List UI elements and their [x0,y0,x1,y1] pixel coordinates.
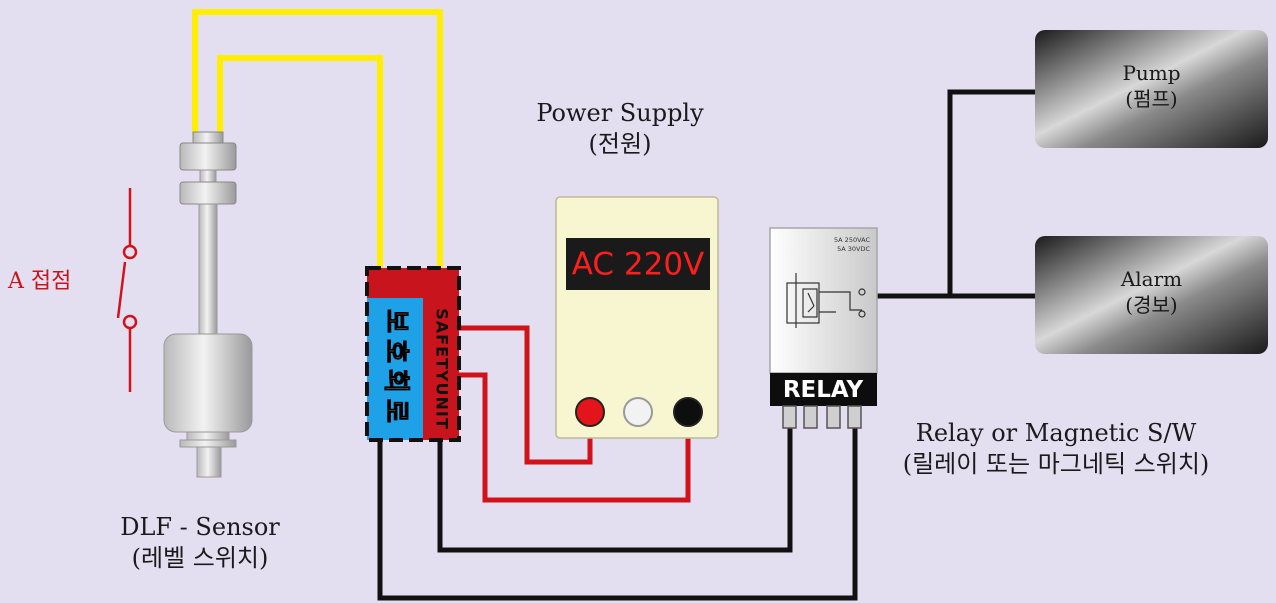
load-bus-wire [947,89,1035,299]
relay-caption: Relay or Magnetic S/W (릴레이 또는 마그네틱 스위치) [836,418,1276,480]
power-title: Power Supply [536,99,704,127]
red-wire-negative [458,372,691,503]
alarm-caption: Alarm (경보) [1035,266,1268,318]
power-wires [458,325,691,503]
protection-unit: 보호회로 SAFETYUNIT [365,266,461,442]
sensor-name: DLF - Sensor [120,513,280,541]
pump-title: Pump [1122,61,1181,85]
red-wire-positive [458,325,593,465]
signal-wires [377,89,1035,601]
positive-terminal-icon [575,397,605,427]
sensor-caption: DLF - Sensor (레벨 스위치) [90,512,310,574]
relay-coil-icon [786,273,866,328]
relay-title: Relay or Magnetic S/W [915,419,1197,447]
pump-caption: Pump (펌프) [1035,60,1268,112]
ground-terminal-icon [623,397,653,427]
black-wire-relay-2 [377,428,858,601]
sensor-sub: (레벨 스위치) [131,544,269,573]
relay-rating-2: 5A 30VDC [837,245,870,253]
dlf-sensor [163,131,253,478]
protect-label-en: SAFETYUNIT [433,308,452,430]
alarm-title: Alarm [1120,267,1183,291]
a-contact-symbol [116,188,138,392]
yellow-wire-inner [217,55,383,268]
protect-label-ko: 보호회로 [381,309,411,429]
pump-sub: (펌프) [1125,87,1178,111]
contact-label-text: A 접점 [8,269,72,294]
relay-pins [782,405,862,429]
relay-label: RELAY [783,377,864,403]
power-display-text: AC 220V [572,247,705,283]
relay-sub: (릴레이 또는 마그네틱 스위치) [902,450,1210,479]
pump-box [1035,30,1268,148]
relay-rating-1: 5A 250VAC [834,236,870,244]
power-sub: (전원) [588,130,652,159]
alarm-box [1035,236,1268,354]
alarm-sub: (경보) [1125,293,1178,317]
contact-label: A 접점 [8,268,71,297]
yellow-wire-outer [192,9,443,268]
negative-terminal-icon [673,397,703,427]
relay-unit: 5A 250VAC 5A 30VDC RELAY [769,227,878,429]
power-supply-unit: AC 220V [555,196,719,439]
sensor-wires [192,9,443,268]
black-wire-relay-1 [437,428,793,553]
power-caption: Power Supply (전원) [500,98,740,160]
